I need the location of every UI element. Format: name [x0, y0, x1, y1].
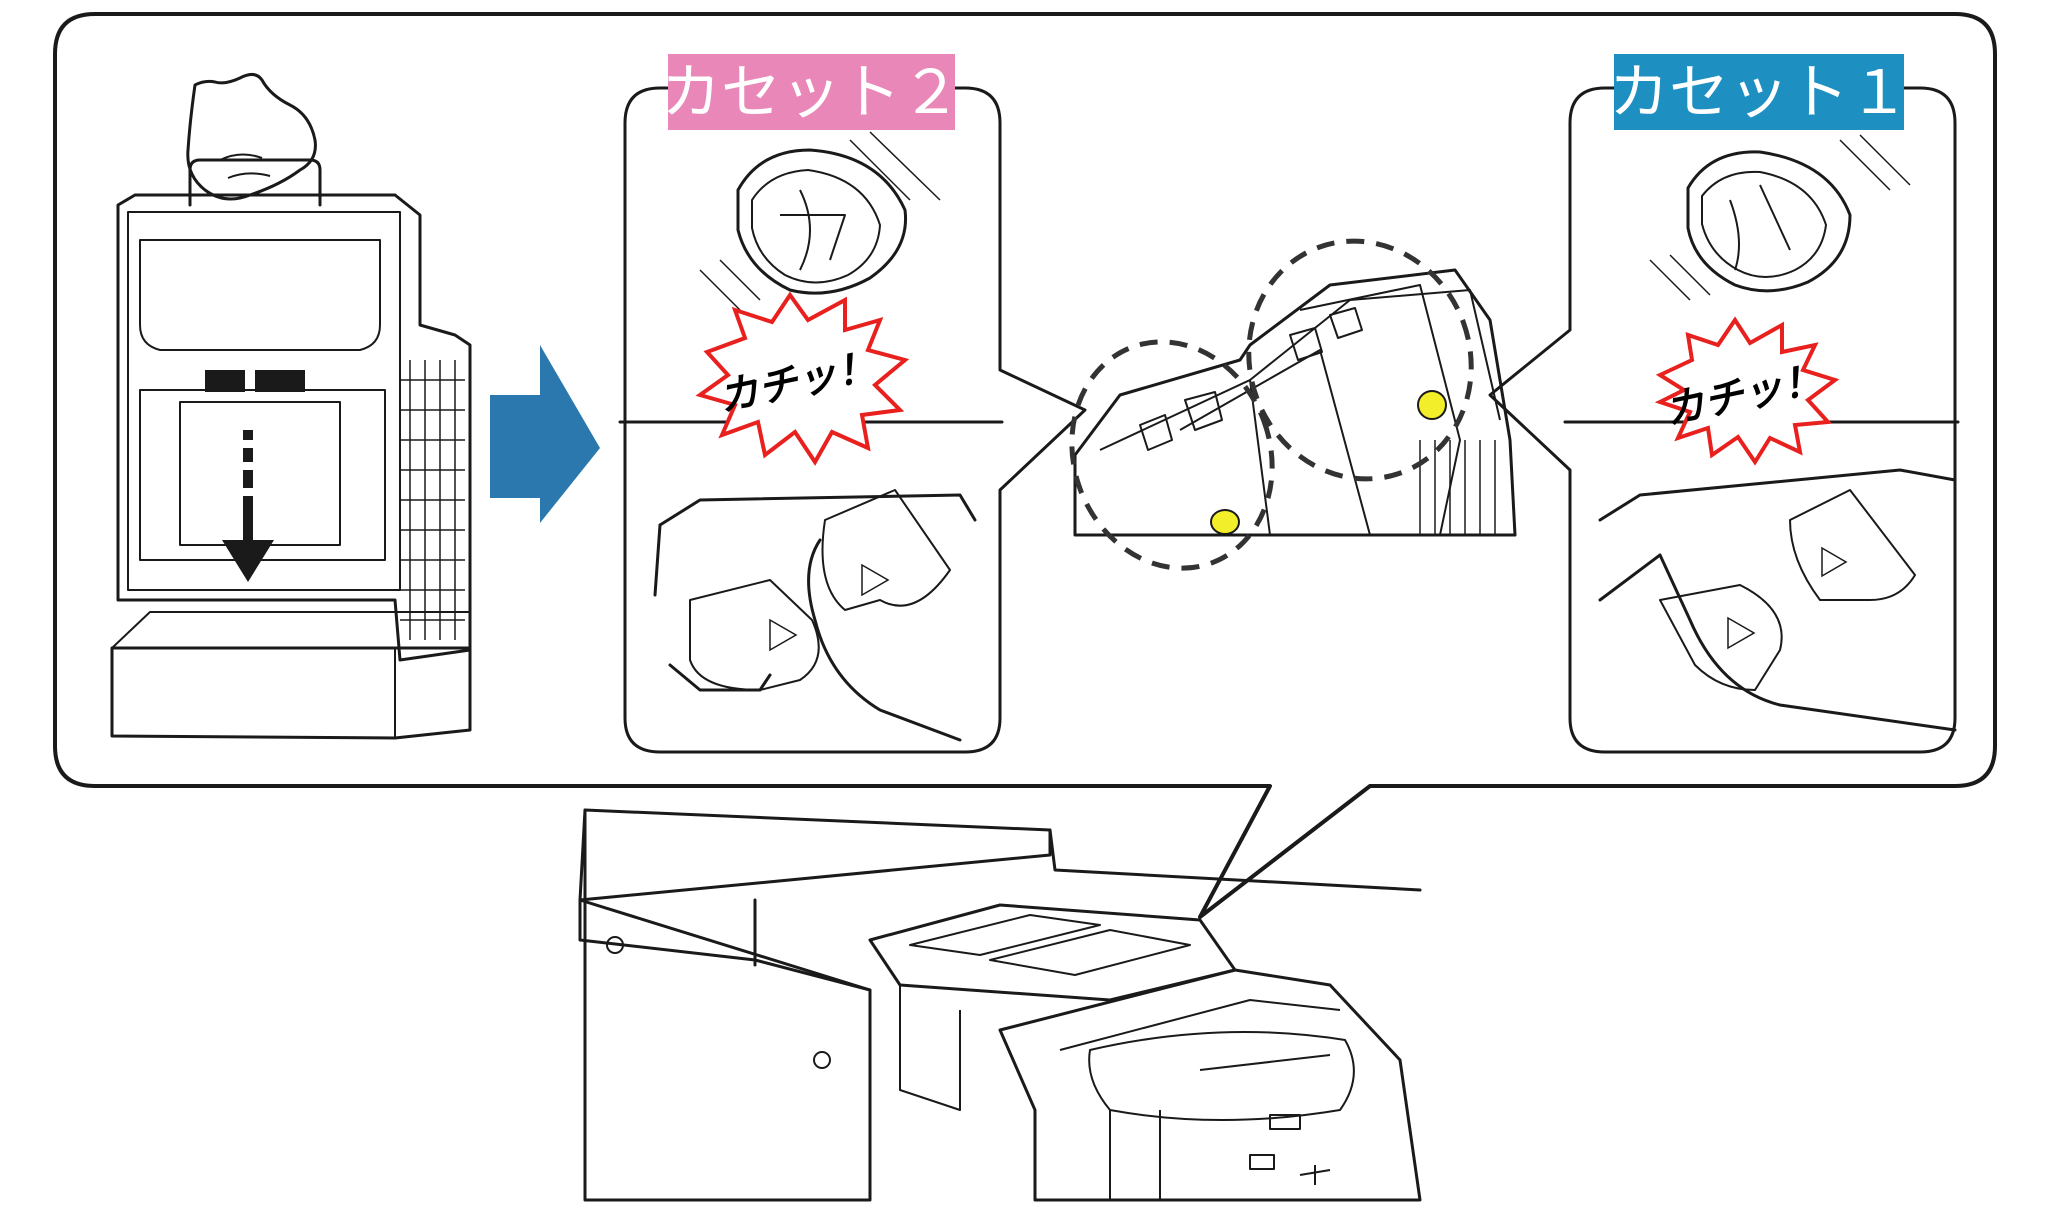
slot-pink-tab-2: [1184, 391, 1223, 431]
pink-tab-upper: [821, 489, 951, 611]
slot-pink-tab-1: [1139, 414, 1173, 451]
triangle-mark-icon: [1821, 546, 1848, 578]
cassette1-callout: カセット１ カチッ！: [1488, 54, 1960, 754]
cassette2-label: カセット２: [661, 58, 961, 128]
cassette2-callout: カセット２ カチッ！: [618, 54, 1087, 754]
main-callout-frame: [53, 12, 1997, 919]
cassette2-label-box: [668, 54, 955, 130]
dashed-highlight-cassette1: [1246, 238, 1474, 482]
slot-yellow-latch-1: [1210, 509, 1240, 535]
down-arrow-icon: [222, 430, 274, 582]
cassette1-label: カセット１: [1609, 58, 1909, 128]
triangle-mark-icon: [1727, 616, 1756, 650]
triangle-mark-icon: [861, 563, 890, 597]
yellow-latch: [751, 169, 881, 284]
slot-yellow-latch-2: [1417, 390, 1447, 420]
click-burst-icon: カチッ！: [1654, 316, 1840, 466]
cassette1-label-box: [1614, 54, 1904, 130]
triangle-mark-icon: [769, 618, 798, 652]
dashed-highlight-cassette2: [1069, 339, 1275, 571]
slot-blue-tab-1: [1289, 327, 1323, 361]
pink-tab-lower: [689, 579, 820, 691]
blue-tab-upper: [1789, 489, 1916, 601]
cassette-insert-illustration: [110, 158, 472, 740]
right-arrow-icon: [490, 345, 600, 523]
blue-tab-lower: [1659, 584, 1783, 691]
slot-blue-tab-2: [1329, 307, 1363, 339]
hand-icon: [186, 73, 317, 201]
machine-illustration: [578, 808, 1422, 1202]
click-burst-icon: カチッ！: [695, 291, 910, 466]
cassette-slots-closeup: [1069, 238, 1517, 571]
yellow-latch: [1701, 170, 1827, 278]
